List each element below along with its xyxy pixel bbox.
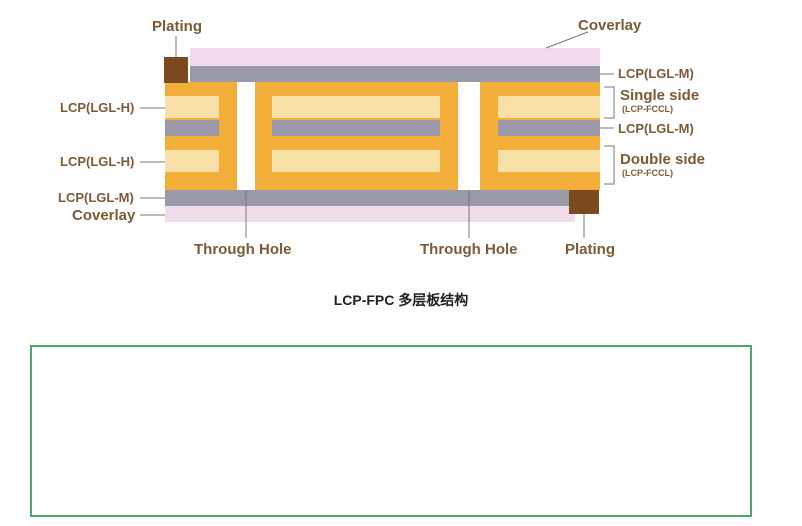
lcp-h-strip [165, 150, 219, 172]
through-hole-left [237, 82, 255, 190]
product-photo-frame [30, 345, 752, 517]
lcp-h-strip [272, 96, 440, 118]
lcp-m-bottom-layer [165, 190, 575, 206]
lcp-h-strip [272, 150, 440, 172]
double-side-label: Double side [620, 151, 706, 168]
coverlay-bottom-label: Coverlay [72, 207, 136, 224]
lcp-m-mid-label: LCP(LGL-M) [618, 121, 694, 136]
lcp-m-top-label: LCP(LGL-M) [618, 66, 694, 81]
through-hole-right [458, 82, 480, 190]
lcp-h-strip [498, 96, 600, 118]
through-hole-label-1: Through Hole [194, 241, 292, 258]
lcp-m-strip [165, 120, 219, 136]
plating-bottom-label: Plating [565, 241, 616, 258]
coverlay-top-layer [190, 48, 600, 66]
coverlay-top-label: Coverlay [578, 17, 642, 34]
single-side-sub-label: (LCP-FCCL) [622, 104, 673, 114]
lcp-m-strip [272, 120, 440, 136]
lcp-h-strip [498, 150, 600, 172]
single-side-label: Single side [620, 87, 700, 104]
lcp-m-strip [498, 120, 600, 136]
lcp-h-label-1: LCP(LGL-H) [60, 100, 135, 115]
plating-top-label: Plating [152, 18, 203, 35]
lcp-m-top-layer [190, 66, 600, 82]
through-hole-label-2: Through Hole [420, 241, 518, 258]
lcp-m-bottom-label: LCP(LGL-M) [58, 190, 134, 205]
lcp-h-strip [165, 96, 219, 118]
lcp-h-label-2: LCP(LGL-H) [60, 154, 135, 169]
plating-bottom-block [569, 190, 599, 214]
coverlay-bottom-layer [165, 206, 575, 222]
diagram-caption: LCP-FPC 多层板结构 [333, 292, 469, 308]
double-side-sub-label: (LCP-FCCL) [622, 168, 673, 178]
plating-top-block [164, 57, 188, 83]
